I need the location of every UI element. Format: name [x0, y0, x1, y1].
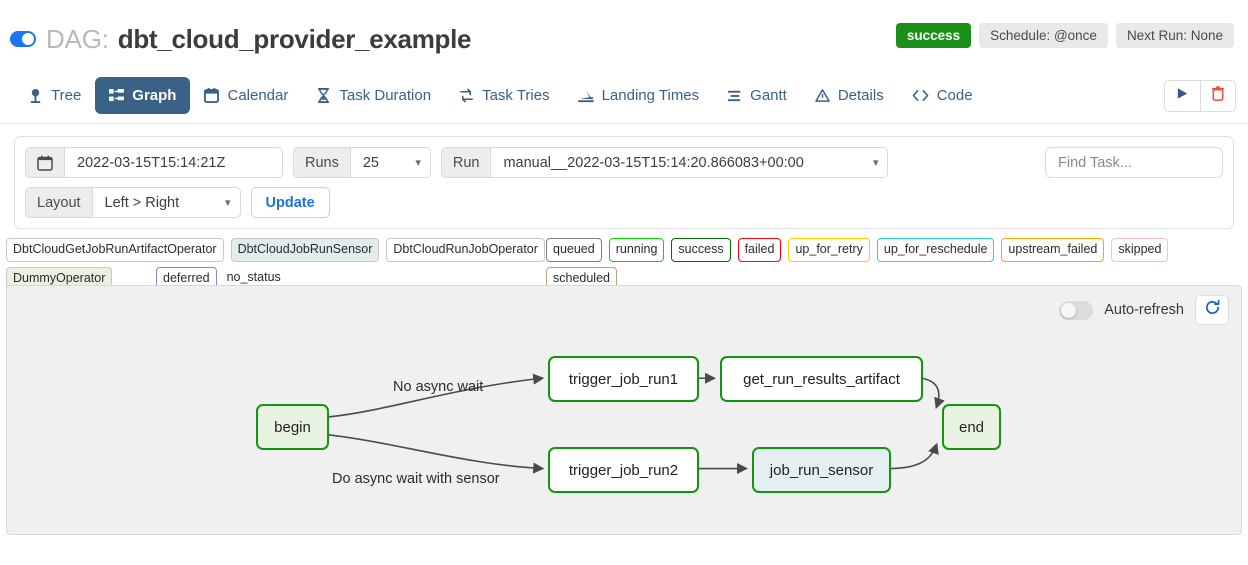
tab-label: Code — [936, 87, 973, 104]
schedule-badge[interactable]: Schedule: @once — [979, 22, 1108, 48]
graph-node-get-run-results-artifact[interactable]: get_run_results_artifact — [720, 356, 923, 402]
graph-node-job-run-sensor[interactable]: job_run_sensor — [752, 447, 891, 493]
page-title: dbt_cloud_provider_example — [117, 23, 472, 54]
state-chip-queued[interactable]: queued — [546, 238, 602, 262]
layout-label: Layout — [25, 187, 93, 218]
operator-chip[interactable]: DbtCloudJobRunSensor — [230, 238, 380, 262]
filter-row-2: Layout Left > Right ▾ Update — [25, 187, 1223, 218]
run-select-value: manual__2022-03-15T15:14:20.866083+00:00 — [503, 154, 804, 171]
graph-icon — [109, 88, 125, 103]
operator-chip[interactable]: DbtCloudRunJobOperator — [386, 238, 545, 262]
graph-controls: Auto-refresh — [1059, 295, 1229, 325]
runs-label: Runs — [293, 147, 351, 178]
runs-select-value: 25 — [362, 154, 379, 171]
layout-select-value: Left > Right — [104, 194, 180, 211]
run-label: Run — [440, 147, 492, 178]
tab-task-tries[interactable]: Task Tries — [445, 77, 564, 114]
state-chip-skipped[interactable]: skipped — [1111, 238, 1169, 262]
tab-gantt[interactable]: Gantt — [713, 77, 801, 114]
gantt-icon — [727, 88, 742, 103]
tab-label: Task Duration — [339, 87, 432, 104]
dag-view-tabs: Tree Graph Calendar Task Duration Task T… — [0, 68, 1248, 124]
tab-label: Graph — [132, 87, 177, 104]
chevron-down-icon: ▾ — [225, 197, 231, 209]
operator-chip[interactable]: DummyOperator — [6, 266, 113, 290]
state-chip-up-for-retry[interactable]: up_for_retry — [788, 238, 870, 262]
edge-label-no-async-wait: No async wait — [393, 379, 484, 395]
state-chip-failed[interactable]: failed — [737, 238, 782, 262]
dag-run-filter-bar: 2022-03-15T15:14:21Z Runs 25 ▾ Run manua… — [14, 136, 1234, 229]
tab-landing-times[interactable]: Landing Times — [564, 77, 714, 114]
landing-icon — [577, 88, 594, 103]
graph-node-begin[interactable]: begin — [256, 404, 329, 450]
tab-tree[interactable]: Tree — [14, 77, 95, 114]
tab-label: Tree — [51, 87, 82, 104]
page-header: DAG: dbt_cloud_provider_example success … — [0, 0, 1248, 68]
trash-icon — [1211, 85, 1225, 106]
state-chip-no-status[interactable]: no_status — [226, 269, 281, 284]
graph-edges — [328, 372, 945, 475]
chevron-down-icon: ▾ — [415, 157, 421, 169]
tab-label: Details — [837, 87, 884, 104]
execution-date-group: 2022-03-15T15:14:21Z — [25, 147, 283, 178]
graph-node-trigger-job-run2[interactable]: trigger_job_run2 — [548, 447, 699, 493]
update-button[interactable]: Update — [250, 187, 330, 218]
tab-label: Task Tries — [482, 87, 550, 104]
auto-refresh-toggle[interactable] — [1059, 300, 1094, 320]
calendar-icon[interactable] — [25, 147, 65, 178]
trigger-dag-button[interactable] — [1164, 79, 1200, 112]
tab-code[interactable]: Code — [898, 77, 987, 114]
execution-date-input[interactable]: 2022-03-15T15:14:21Z — [65, 147, 283, 178]
state-chip-success[interactable]: success — [671, 238, 731, 262]
refresh-button[interactable] — [1195, 295, 1229, 325]
tab-task-duration[interactable]: Task Duration — [302, 77, 445, 114]
play-icon — [1176, 87, 1189, 105]
hourglass-icon — [316, 88, 331, 103]
layout-select[interactable]: Left > Right ▾ — [92, 187, 241, 218]
status-badge: success — [895, 22, 972, 48]
graph-node-end[interactable]: end — [942, 404, 1001, 450]
tree-icon — [28, 88, 43, 103]
state-legend: queued running success failed up_for_ret… — [156, 238, 1238, 290]
find-task-input[interactable]: Find Task... — [1045, 147, 1223, 178]
run-select[interactable]: manual__2022-03-15T15:14:20.866083+00:00… — [491, 147, 889, 178]
runs-group: Runs 25 ▾ — [293, 147, 431, 178]
edge-label-async-wait: Do async wait with sensor — [332, 471, 500, 487]
calendar-icon — [204, 88, 220, 103]
tab-details[interactable]: Details — [801, 77, 898, 114]
runs-select[interactable]: 25 ▾ — [350, 147, 431, 178]
delete-dag-button[interactable] — [1200, 79, 1236, 112]
operator-chip[interactable]: DbtCloudGetJobRunArtifactOperator — [6, 238, 224, 262]
dag-action-buttons — [1164, 79, 1236, 112]
dag-label: DAG: — [46, 23, 109, 54]
state-chip-scheduled[interactable]: scheduled — [546, 266, 617, 290]
state-chip-upstream-failed[interactable]: upstream_failed — [1001, 238, 1105, 262]
tab-label: Gantt — [750, 87, 787, 104]
tab-graph[interactable]: Graph — [95, 77, 191, 114]
tab-calendar[interactable]: Calendar — [190, 77, 302, 114]
graph-node-trigger-job-run1[interactable]: trigger_job_run1 — [548, 356, 699, 402]
refresh-icon — [1204, 299, 1221, 321]
retry-icon — [459, 88, 474, 103]
filter-row-1: 2022-03-15T15:14:21Z Runs 25 ▾ Run manua… — [25, 147, 1223, 178]
tab-label: Calendar — [227, 87, 289, 104]
dag-graph-canvas[interactable]: Auto-refresh begin trigger_job_run1 get_… — [6, 285, 1242, 535]
auto-refresh-label: Auto-refresh — [1104, 302, 1184, 318]
next-run-badge[interactable]: Next Run: None — [1115, 22, 1234, 48]
dag-status-badges: success Schedule: @once Next Run: None — [895, 22, 1234, 48]
code-icon — [912, 88, 929, 103]
operator-legend: DbtCloudGetJobRunArtifactOperator DbtClo… — [6, 238, 546, 290]
state-chip-up-for-reschedule[interactable]: up_for_reschedule — [876, 238, 995, 262]
dag-paused-toggle[interactable] — [10, 31, 36, 47]
layout-group: Layout Left > Right ▾ — [25, 187, 241, 218]
graph-legend: DbtCloudGetJobRunArtifactOperator DbtClo… — [0, 229, 1248, 290]
chevron-down-icon: ▾ — [872, 157, 879, 169]
state-chip-running[interactable]: running — [608, 238, 665, 262]
run-group: Run manual__2022-03-15T15:14:20.866083+0… — [440, 147, 889, 178]
warning-icon — [815, 88, 830, 103]
tab-label: Landing Times — [601, 87, 700, 104]
